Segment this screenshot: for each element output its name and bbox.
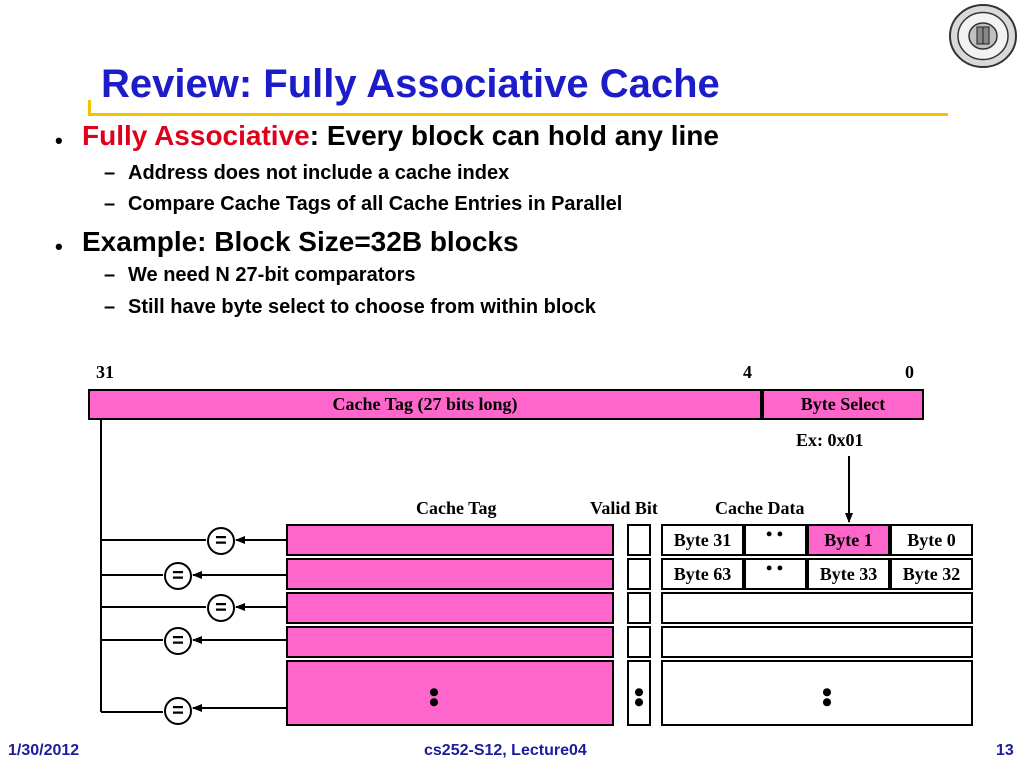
cache-tag-field: Cache Tag (27 bits long) <box>88 389 762 420</box>
comparator-icon: = <box>207 527 235 555</box>
bullet-2-sub-1: We need N 27-bit comparators <box>128 264 416 286</box>
data-cell-byte-33: Byte 33 <box>807 558 890 590</box>
bit-0-label: 0 <box>905 362 914 382</box>
column-header-cache-tag: Cache Tag <box>416 498 497 518</box>
slide-title: Review: Fully Associative Cache <box>101 62 720 106</box>
comparator-icon: = <box>164 627 192 655</box>
bit-31-label: 31 <box>96 362 114 382</box>
data-row-empty <box>661 660 973 726</box>
example-byte-select: Ex: 0x01 <box>796 430 864 450</box>
data-cell-byte-1: Byte 1 <box>807 524 890 556</box>
cache-tag-entry <box>286 524 614 556</box>
data-cell-byte-0: Byte 0 <box>890 524 973 556</box>
dash-marker: – <box>104 162 116 184</box>
data-row-empty <box>661 592 973 624</box>
valid-bit-cell <box>627 660 651 726</box>
cache-tag-entry <box>286 660 614 726</box>
cache-tag-entry <box>286 592 614 624</box>
university-seal-icon <box>949 4 1017 68</box>
valid-bit-cell <box>627 524 651 556</box>
bullet-2-sub-2: Still have byte select to choose from wi… <box>128 296 596 318</box>
title-rule <box>88 113 948 116</box>
comparator-icon: = <box>207 594 235 622</box>
valid-bit-cell <box>627 558 651 590</box>
valid-column-ellipsis: •• <box>633 676 645 719</box>
dash-marker: – <box>104 264 116 286</box>
dash-marker: – <box>104 193 116 215</box>
cache-tag-entry <box>286 558 614 590</box>
title-rule-tick <box>88 100 91 116</box>
page-number: 13 <box>996 742 1014 759</box>
data-row-ellipsis: • • <box>766 558 784 578</box>
data-cell-ellipsis <box>744 558 807 590</box>
valid-bit-cell <box>627 626 651 658</box>
data-cell-byte-32: Byte 32 <box>890 558 973 590</box>
bullet-2: Example: Block Size=32B blocks <box>82 226 519 257</box>
bullet-marker: • <box>55 234 63 259</box>
data-column-ellipsis: •• <box>821 676 833 719</box>
bullet-1: Fully Associative: Every block can hold … <box>82 120 719 152</box>
bit-4-label: 4 <box>743 362 752 382</box>
valid-bit-cell <box>627 592 651 624</box>
bullet-1-text: : Every block can hold any line <box>309 120 719 151</box>
cache-tag-entry <box>286 626 614 658</box>
bullet-1-sub-1: Address does not include a cache index <box>128 162 510 184</box>
bullet-marker: • <box>55 128 63 153</box>
tag-column-ellipsis: •• <box>428 676 440 719</box>
footer-date: 1/30/2012 <box>8 742 80 759</box>
column-header-cache-data: Cache Data <box>715 498 805 518</box>
footer-course: cs252-S12, Lecture04 <box>424 742 587 759</box>
dash-marker: – <box>104 296 116 318</box>
comparator-icon: = <box>164 562 192 590</box>
data-row-empty <box>661 626 973 658</box>
comparator-icon: = <box>164 697 192 725</box>
data-cell-byte-31: Byte 31 <box>661 524 744 556</box>
data-cell-ellipsis <box>744 524 807 556</box>
column-header-valid-bit: Valid Bit <box>590 498 658 518</box>
bullet-1-sub-2: Compare Cache Tags of all Cache Entries … <box>128 193 623 215</box>
data-row-ellipsis: • • <box>766 524 784 544</box>
data-cell-byte-63: Byte 63 <box>661 558 744 590</box>
bullet-1-keyword: Fully Associative <box>82 120 310 151</box>
byte-select-field: Byte Select <box>762 389 924 420</box>
